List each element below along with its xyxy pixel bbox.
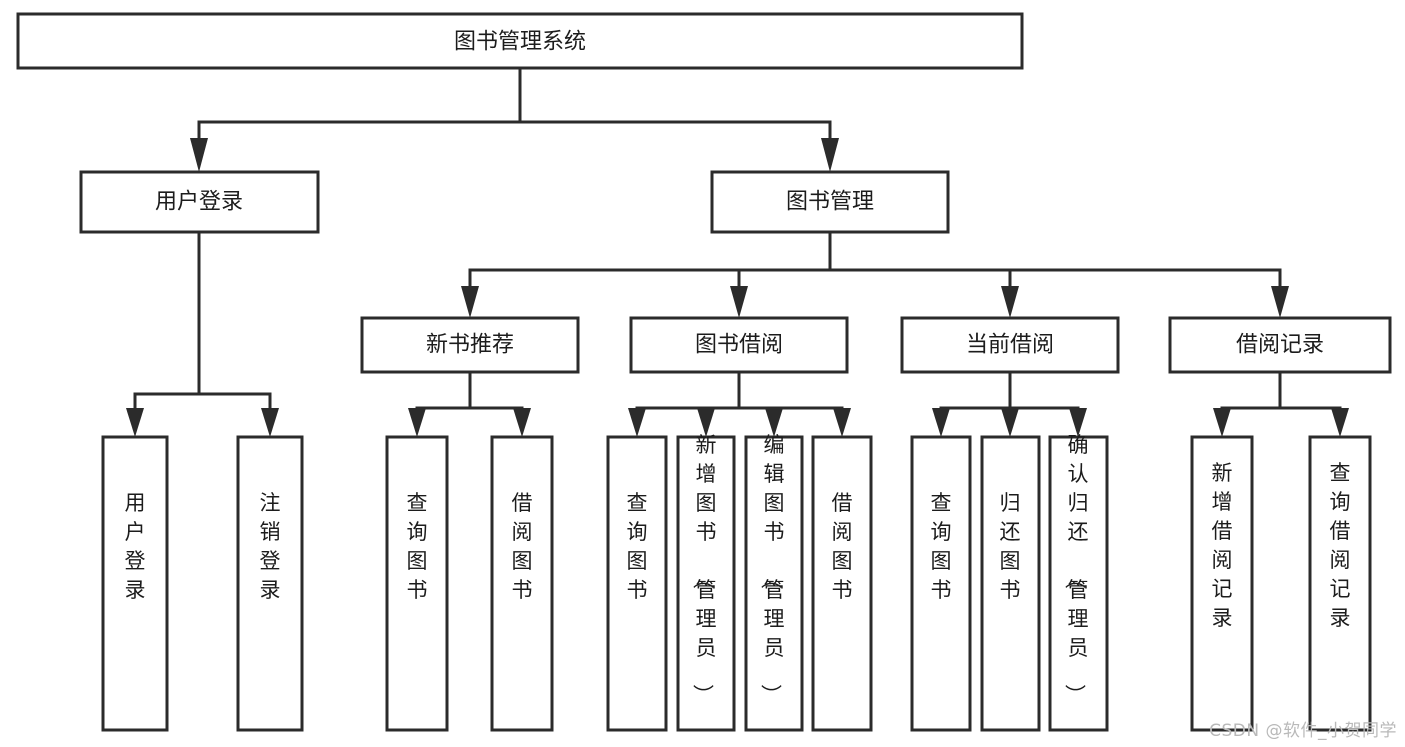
- node-new-book-recommend-rect[interactable]: [360, 316, 580, 374]
- node-root[interactable]: 图书管理系统: [16, 12, 1024, 70]
- arrow-head-current-borrow: [1001, 286, 1019, 318]
- node-current-borrow-rect[interactable]: [900, 316, 1120, 374]
- leaf-label: 借阅图书: [832, 491, 853, 602]
- connector-group-book-manage: [461, 230, 1289, 318]
- arrow-head-book-manage: [821, 138, 839, 172]
- connector-group-new-book: [408, 370, 531, 437]
- arrow-head-user-login: [190, 138, 208, 172]
- node-new-book-recommend-label: 新书推荐: [426, 333, 514, 358]
- leaf-node-book-borrow-3[interactable]: 编辑图书（管理员）: [744, 433, 804, 732]
- arrow-head-bb-1: [628, 408, 646, 437]
- node-root-rect[interactable]: [16, 12, 1024, 70]
- leaf-label: 借阅图书: [512, 491, 533, 602]
- leaf-node-borrow-record-2[interactable]: 查询借阅记录: [1308, 435, 1372, 732]
- leaf-label: 查询图书: [931, 491, 952, 602]
- node-book-borrow[interactable]: 图书借阅: [629, 316, 849, 374]
- leaf-rect[interactable]: [101, 435, 169, 732]
- arrow-head-cb-2: [1001, 408, 1019, 437]
- leaf-label: 确认归还（管理员）: [1063, 433, 1089, 705]
- node-user-login-rect[interactable]: [79, 170, 320, 234]
- leaf-rect[interactable]: [1308, 435, 1372, 732]
- connector-group-borrow-record: [1213, 370, 1349, 437]
- arrow-head-br-2: [1331, 408, 1349, 437]
- leaf-rect[interactable]: [811, 435, 873, 732]
- leaf-label: 新增图书（管理员）: [691, 433, 717, 705]
- leaf-node-book-borrow-2[interactable]: 新增图书（管理员）: [676, 433, 736, 732]
- node-book-manage[interactable]: 图书管理: [710, 170, 950, 234]
- arrow-head-book-borrow: [730, 286, 748, 318]
- leaf-node-new-book-1[interactable]: 查询图书: [385, 435, 449, 732]
- arrow-head-borrow-record: [1271, 286, 1289, 318]
- leaf-label: 新增借阅记录: [1212, 461, 1233, 630]
- leaf-rect[interactable]: [1190, 435, 1254, 732]
- arrow-head-bb-2: [697, 408, 715, 437]
- leaf-rect[interactable]: [676, 435, 736, 732]
- node-book-manage-label: 图书管理: [786, 190, 874, 215]
- leaf-node-user-login-2[interactable]: 注销登录: [236, 435, 304, 732]
- leaf-rect[interactable]: [1048, 435, 1109, 732]
- leaf-node-book-borrow-1[interactable]: 查询图书: [606, 435, 668, 732]
- node-new-book-recommend[interactable]: 新书推荐: [360, 316, 580, 374]
- arrow-head-cb-1: [932, 408, 950, 437]
- leaf-rect[interactable]: [490, 435, 554, 732]
- node-borrow-record-rect[interactable]: [1168, 316, 1392, 374]
- leaf-node-borrow-record-1[interactable]: 新增借阅记录: [1190, 435, 1254, 732]
- leaf-rect[interactable]: [980, 435, 1041, 732]
- connector-group-user-login: [126, 230, 279, 437]
- node-book-borrow-label: 图书借阅: [695, 333, 783, 358]
- leaf-node-book-borrow-4[interactable]: 借阅图书: [811, 435, 873, 732]
- arrow-head-cb-3: [1069, 408, 1087, 437]
- leaf-label: 查询图书: [407, 491, 428, 602]
- arrow-head-nb-1: [408, 408, 426, 437]
- leaf-label: 注销登录: [260, 491, 281, 602]
- connector-group-current-borrow: [932, 370, 1087, 437]
- arrow-head-bb-3: [765, 408, 783, 437]
- node-current-borrow[interactable]: 当前借阅: [900, 316, 1120, 374]
- node-user-login-label: 用户登录: [155, 190, 243, 215]
- arrow-head-ul-2: [261, 408, 279, 437]
- leaf-node-current-borrow-1[interactable]: 查询图书: [910, 435, 972, 732]
- leaf-label: 用户登录: [125, 491, 146, 602]
- arrow-head-bb-4: [833, 408, 851, 437]
- leaf-node-new-book-2[interactable]: 借阅图书: [490, 435, 554, 732]
- node-book-borrow-rect[interactable]: [629, 316, 849, 374]
- leaf-label: 编辑图书（管理员）: [759, 433, 785, 705]
- connector-group-root: [190, 66, 839, 172]
- leaf-node-user-login-1[interactable]: 用户登录: [101, 435, 169, 732]
- leaf-rect[interactable]: [910, 435, 972, 732]
- leaf-label: 查询图书: [627, 491, 648, 602]
- node-current-borrow-label: 当前借阅: [966, 333, 1054, 358]
- leaf-rect[interactable]: [744, 435, 804, 732]
- leaf-rect[interactable]: [606, 435, 668, 732]
- node-borrow-record-label: 借阅记录: [1236, 333, 1324, 358]
- arrow-head-br-1: [1213, 408, 1231, 437]
- leaf-label: 归还图书: [1000, 491, 1021, 602]
- leaf-node-current-borrow-3[interactable]: 确认归还（管理员）: [1048, 433, 1109, 732]
- arrow-head-new-book: [461, 286, 479, 318]
- leaf-node-current-borrow-2[interactable]: 归还图书: [980, 435, 1041, 732]
- node-borrow-record[interactable]: 借阅记录: [1168, 316, 1392, 374]
- leaf-rect[interactable]: [385, 435, 449, 732]
- arrow-head-nb-2: [513, 408, 531, 437]
- node-user-login[interactable]: 用户登录: [79, 170, 320, 234]
- node-root-label: 图书管理系统: [454, 30, 586, 55]
- connector-group-book-borrow: [628, 370, 851, 437]
- leaf-rect[interactable]: [236, 435, 304, 732]
- leaf-label: 查询借阅记录: [1330, 461, 1351, 630]
- node-book-manage-rect[interactable]: [710, 170, 950, 234]
- arrow-head-ul-1: [126, 408, 144, 437]
